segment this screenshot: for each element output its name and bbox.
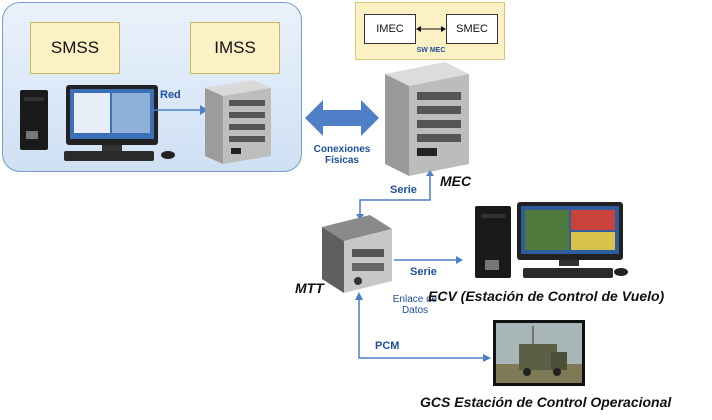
sw-mec-caption: SW MEC (416, 47, 446, 54)
gcs-vehicle-photo (493, 320, 585, 386)
pcm-label: PCM (375, 340, 400, 352)
imss-box: IMSS (190, 22, 280, 74)
mtt-unit-icon (322, 215, 392, 293)
mtt-gcs-pcm-line (355, 292, 491, 362)
mtt-ecv-serial-arrow (394, 256, 463, 264)
network-label: Red (160, 89, 181, 101)
mtt-serial-label: Serie (410, 266, 437, 278)
physical-connections-label: Conexiones Físicas (313, 144, 371, 166)
ecv-workstation-icon (475, 202, 628, 278)
workstation-pc-icon (20, 85, 175, 161)
imec-smec-arrow (416, 26, 446, 32)
network-arrow (152, 105, 208, 115)
smec-box: SMEC (446, 14, 498, 44)
mec-mtt-serial-line (356, 170, 434, 220)
mec-serial-label: Serie (390, 184, 417, 196)
mec-label: MEC (440, 173, 472, 189)
ecv-label: ECV (Estación de Control de Vuelo) (428, 288, 665, 304)
imec-box: IMEC (364, 14, 416, 44)
physical-connection-double-arrow (305, 100, 379, 136)
smss-box: SMSS (30, 22, 120, 74)
data-link-label: Enlace de Datos (392, 294, 438, 316)
imss-server-icon (205, 80, 271, 164)
mec-server-icon (385, 62, 469, 176)
gcs-label: GCS Estación de Control Operacional (420, 394, 672, 410)
mtt-label: MTT (295, 280, 324, 296)
